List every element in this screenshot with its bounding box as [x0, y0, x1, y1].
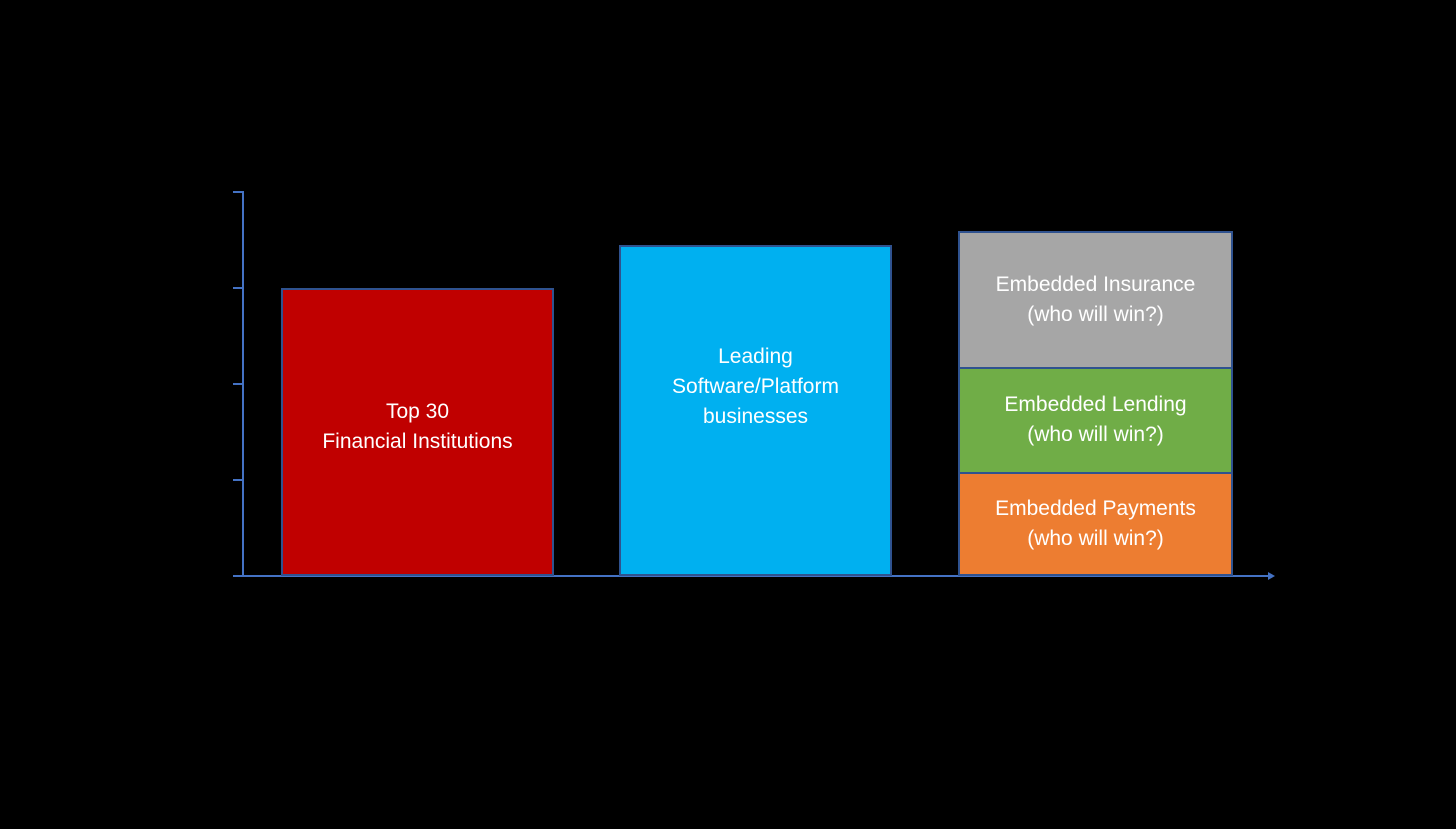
x-axis: [233, 575, 1269, 577]
y-axis-tick: [233, 287, 244, 289]
segment-label-payments: Embedded Payments (who will win?): [995, 496, 1196, 550]
x-axis-arrowhead-icon: [1268, 572, 1275, 580]
y-axis-tick: [233, 479, 244, 481]
bar-leading-software-platform: Leading Software/Platform businesses: [619, 244, 892, 576]
y-axis-tick: [233, 383, 244, 385]
segment-label-insurance: Embedded Insurance (who will win?): [995, 272, 1196, 326]
segment-embedded-payments: Embedded Payments (who will win?): [960, 471, 1231, 574]
bar-embedded-finance-stack: Embedded Insurance (who will win?) Embed…: [958, 231, 1233, 576]
y-axis-tick: [233, 191, 244, 193]
bar-label-software: Leading Software/Platform businesses: [672, 345, 839, 429]
bar-top30-financial-institutions: Top 30 Financial Institutions: [281, 288, 554, 576]
segment-embedded-lending: Embedded Lending (who will win?): [960, 366, 1231, 472]
segment-label-lending: Embedded Lending (who will win?): [1004, 393, 1187, 447]
bar-label-financial: Top 30 Financial Institutions: [322, 400, 513, 453]
segment-embedded-insurance: Embedded Insurance (who will win?): [960, 233, 1231, 367]
